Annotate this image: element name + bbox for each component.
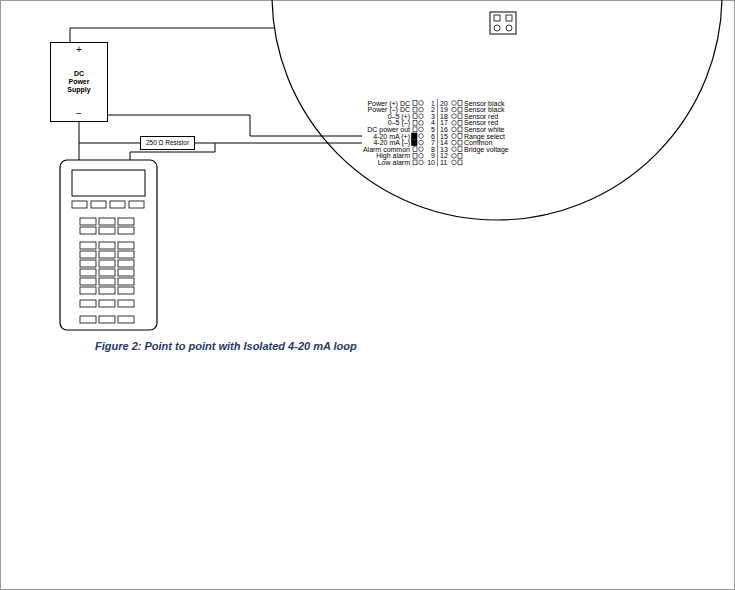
terminal-label: 4-20 mA (+) <box>373 133 410 140</box>
housing-outline <box>272 0 722 220</box>
terminal-label: Sensor red <box>464 119 498 126</box>
terminal-label: 0–5 (–) <box>388 119 410 126</box>
terminal-label: Range select <box>464 133 505 140</box>
terminal-label: High alarm <box>376 152 410 159</box>
pin-number: 8 <box>431 146 435 153</box>
figure-caption: Figure 2: Point to point with Isolated 4… <box>95 340 357 352</box>
pin-number: 18 <box>440 113 448 120</box>
polarity-mark: + <box>76 44 82 55</box>
terminal-label: DC power out <box>367 126 410 133</box>
pin-number: 12 <box>440 152 448 159</box>
pin-number: 17 <box>440 119 448 126</box>
supply-plus-wire <box>70 28 274 42</box>
terminal-label: Power (–) DC <box>368 106 410 113</box>
terminal-label: Alarm common <box>363 146 410 153</box>
terminal-label: Bridge voltage <box>464 146 509 153</box>
terminal-label: Sensor black <box>464 100 504 107</box>
resistor-box: 250 Ω Resistor <box>140 136 195 150</box>
pin-number: 10 <box>427 159 435 166</box>
pin-number: 5 <box>431 126 435 133</box>
power-supply-box: + DC Power Supply − <box>50 42 108 122</box>
terminal-label: Low alarm <box>378 159 410 166</box>
loop-minus-wire <box>195 143 362 144</box>
pin-number: 3 <box>431 113 435 120</box>
pin-number: 1 <box>431 100 435 107</box>
communicator-lead <box>79 143 80 160</box>
pin-number: 11 <box>440 159 447 166</box>
pin-number: 6 <box>431 133 435 140</box>
terminal-label: Sensor white <box>464 126 504 133</box>
pin-number: 16 <box>440 126 448 133</box>
wires <box>70 28 362 160</box>
polarity-mark: − <box>76 108 82 119</box>
pin-number: 20 <box>440 100 448 107</box>
node-text: DC Power Supply <box>63 70 95 94</box>
pin-number: 7 <box>431 139 435 146</box>
terminal-strip <box>412 99 463 166</box>
pin-number: 13 <box>440 146 448 153</box>
terminal-label: Power (+) DC <box>367 100 410 107</box>
top-connector <box>490 12 516 34</box>
terminal-label: Sensor red <box>464 113 498 120</box>
pin-number: 14 <box>440 139 448 146</box>
terminal-label: 0–5 (+) <box>388 113 410 120</box>
terminal-label: Common <box>464 139 492 146</box>
pin-number: 4 <box>431 119 435 126</box>
pin-number: 19 <box>440 106 448 113</box>
hart-communicator <box>60 160 157 330</box>
wire-connector <box>79 122 140 143</box>
pin-number: 9 <box>431 152 435 159</box>
node-text: 250 Ω Resistor <box>145 139 190 147</box>
terminal-label: Sensor black <box>464 106 504 113</box>
pin-number: 15 <box>440 133 448 140</box>
loop-plus-wire <box>108 115 362 136</box>
terminal-label: 4-20 mA (–) <box>373 139 410 146</box>
pin-number: 2 <box>431 106 435 113</box>
